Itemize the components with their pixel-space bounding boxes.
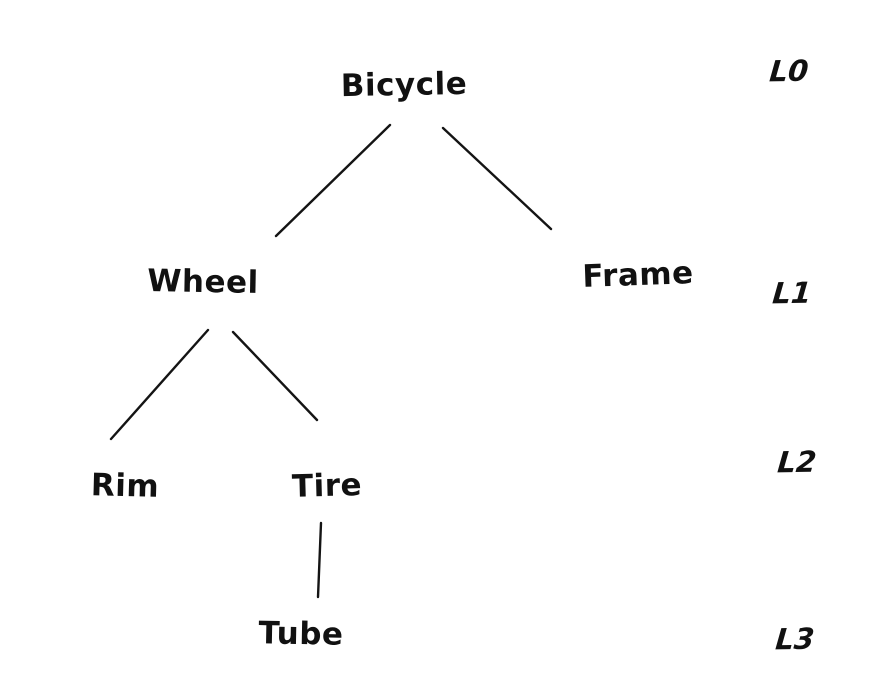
level-label-l2: L2	[776, 444, 818, 480]
level-label-l1: L1	[771, 275, 813, 311]
edge-bicycle-wheel	[274, 123, 392, 238]
edge-tire-tube	[316, 521, 323, 599]
node-tire: Tire	[291, 467, 363, 505]
node-tube: Tube	[258, 615, 344, 653]
edge-wheel-tire	[231, 330, 319, 422]
node-rim: Rim	[90, 467, 160, 505]
edge-wheel-rim	[109, 328, 210, 441]
level-label-l3: L3	[774, 621, 816, 657]
node-frame: Frame	[581, 255, 695, 295]
edge-bicycle-frame	[441, 126, 553, 231]
level-label-l0: L0	[768, 53, 810, 89]
node-bicycle: Bicycle	[340, 65, 468, 105]
node-wheel: Wheel	[146, 263, 260, 301]
